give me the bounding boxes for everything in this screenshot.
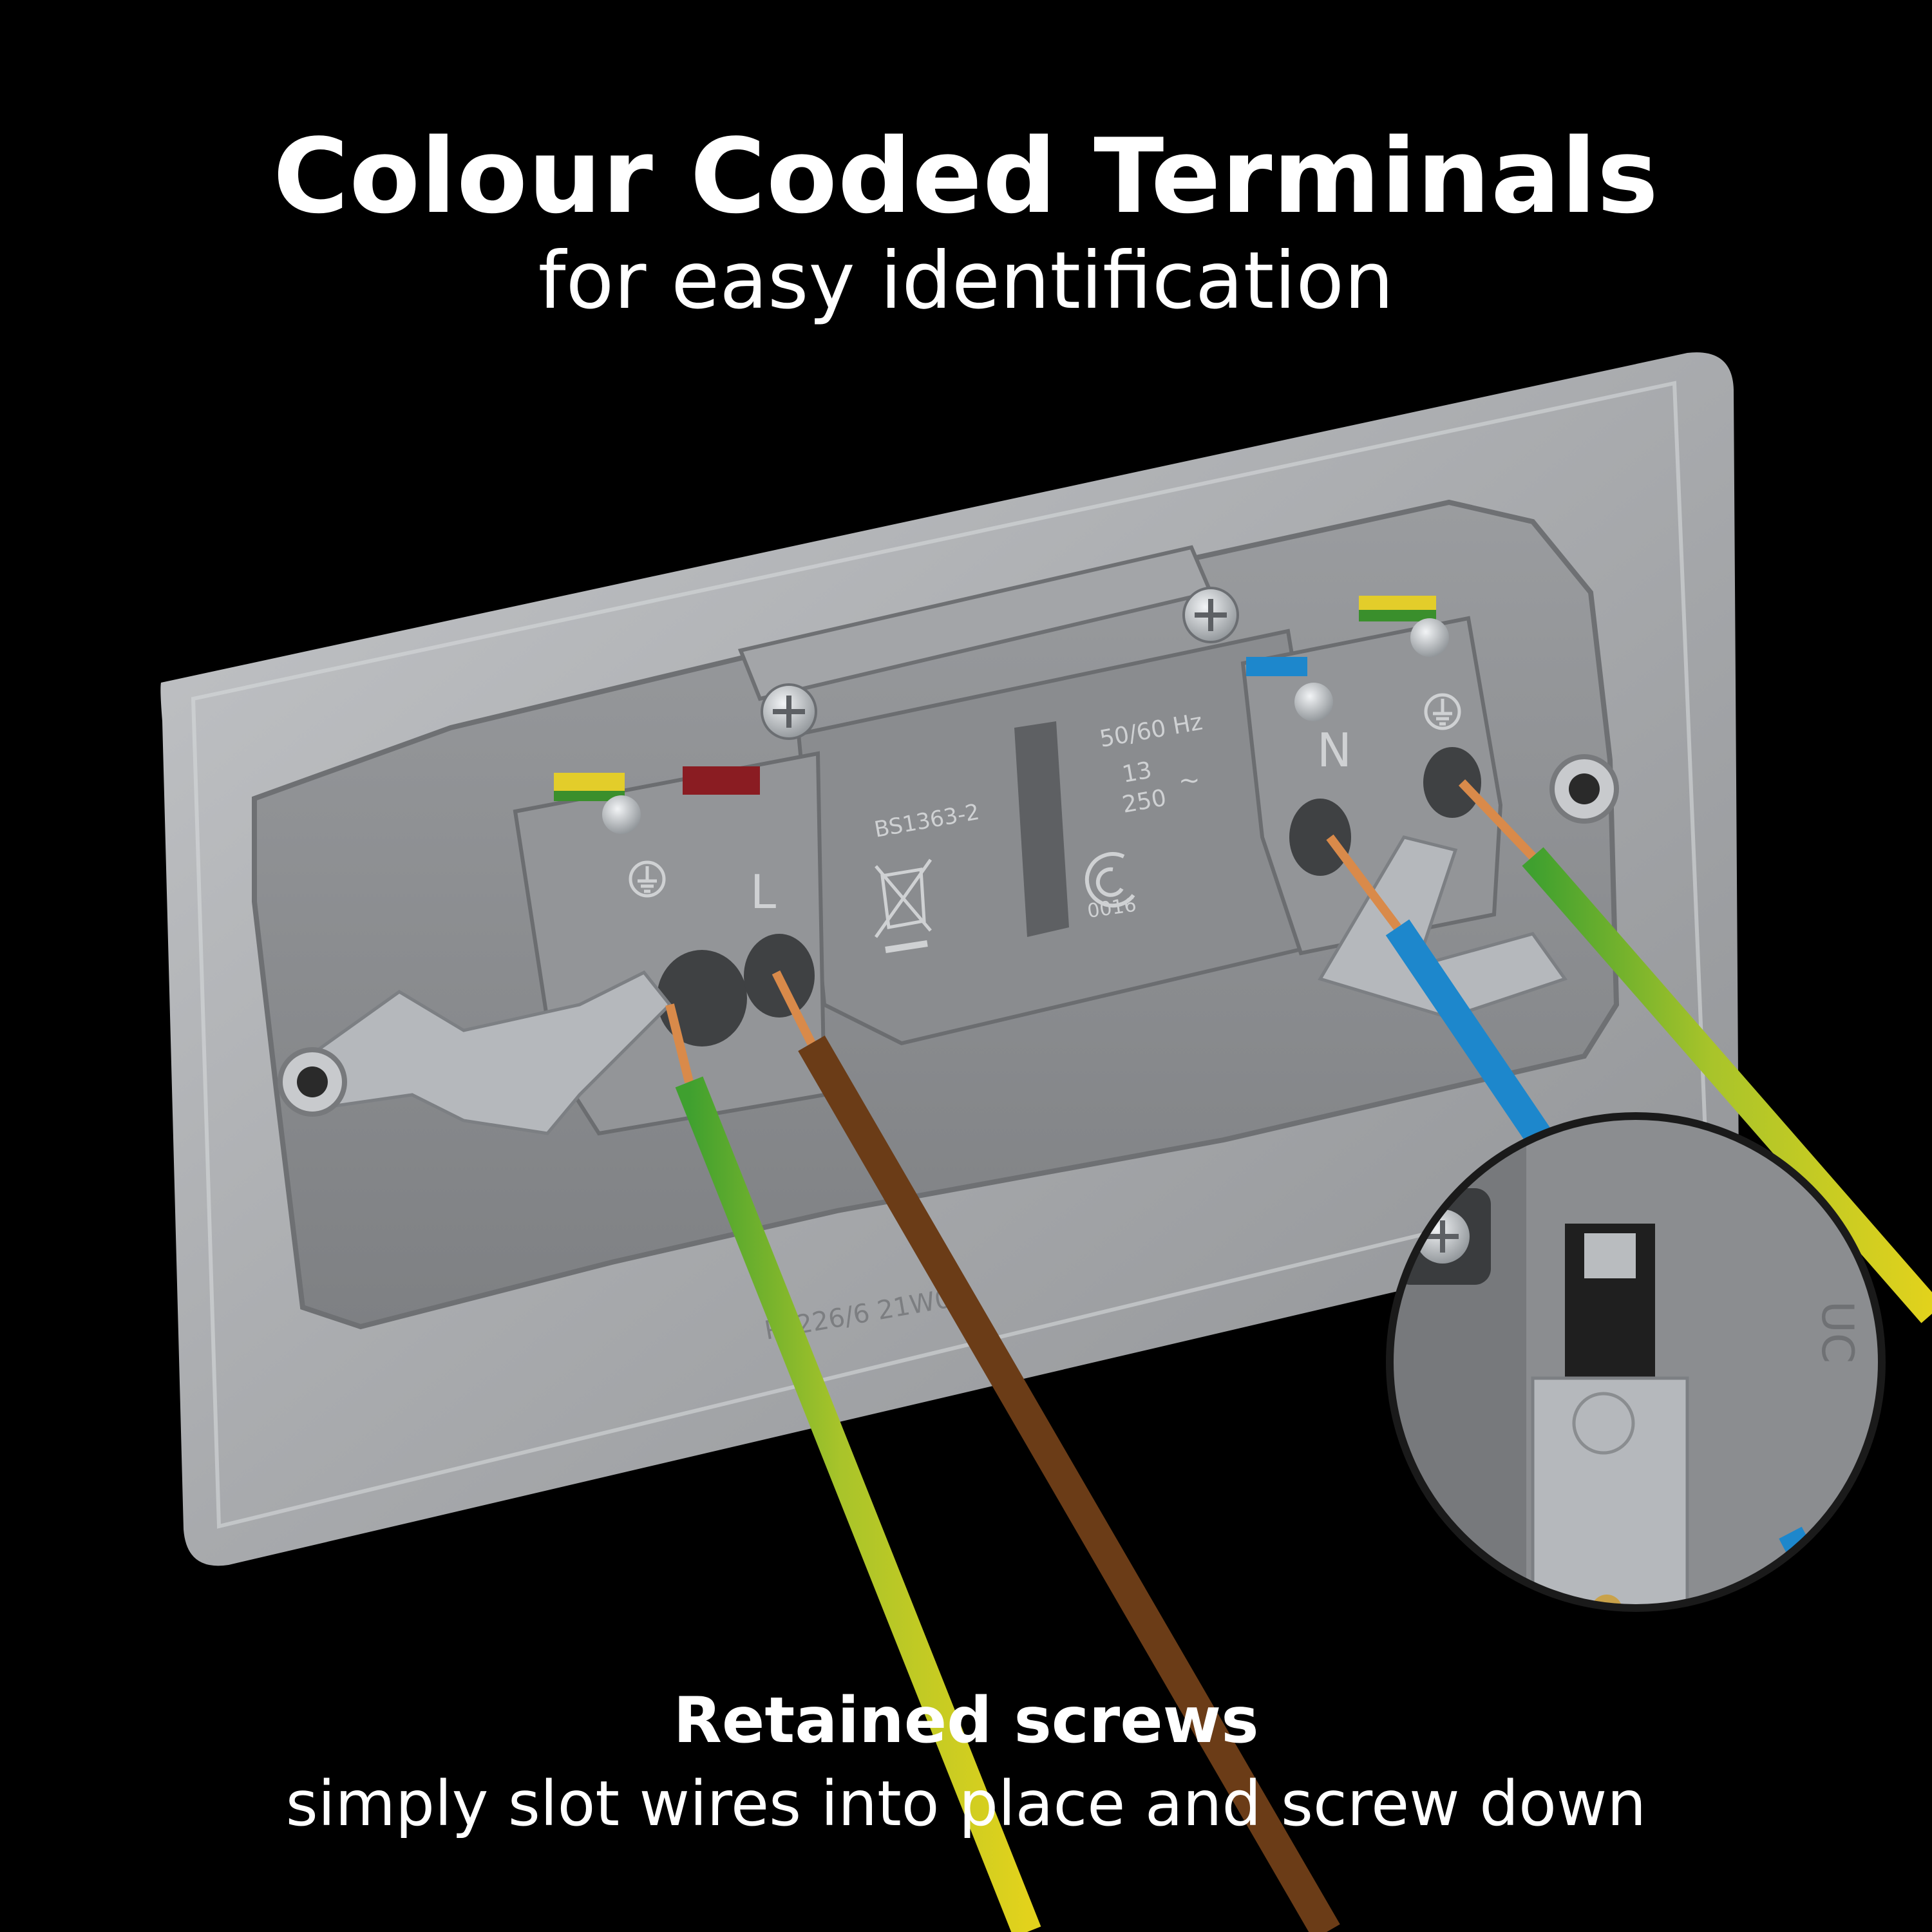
mounting-holes (278, 754, 1619, 1117)
weee-bin-icon (874, 858, 933, 953)
certification-mark-icon (1084, 852, 1135, 908)
earth-brackets (307, 835, 1568, 1135)
bottom-title: Retained screws (673, 1684, 1259, 1757)
headline: Colour Coded Terminals (272, 116, 1660, 236)
screw-icon (602, 587, 1449, 834)
inset-mark: UC (1812, 1301, 1862, 1363)
subheadline: for easy identification (538, 235, 1394, 327)
inset-magnifier: UC (1386, 1112, 1886, 1612)
live-label: L (750, 865, 776, 919)
earth-wire-right (1458, 779, 1932, 1323)
live-wire (772, 970, 1340, 1932)
neutral-wire (1326, 834, 1558, 1155)
earth-wire-left (665, 1003, 1041, 1932)
neutral-label: N (1317, 723, 1352, 777)
current-marking: 13 (1120, 757, 1153, 788)
earth-symbol-icon (629, 693, 1461, 898)
ac-symbol: ~ (1179, 766, 1200, 795)
bottom-subtitle: simply slot wires into place and screw d… (285, 1768, 1647, 1840)
